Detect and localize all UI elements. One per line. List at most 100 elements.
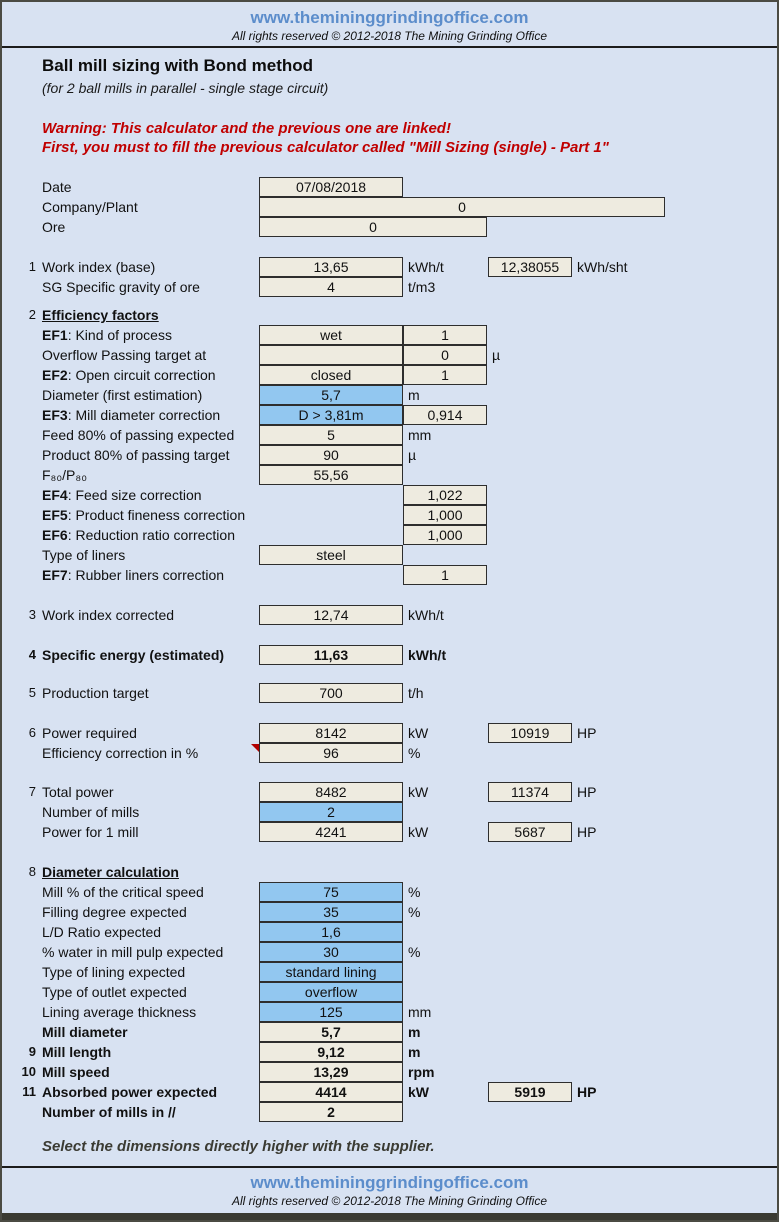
row-label: Total power bbox=[42, 784, 114, 800]
value-cell-power-for-1-mill[interactable]: 4241 bbox=[259, 822, 403, 842]
row-number bbox=[20, 902, 36, 922]
value-cell-sg-specific-gravity-of-ore[interactable]: 4 bbox=[259, 277, 403, 297]
input-cell-water-in-mill-pulp-expected[interactable]: 30 bbox=[259, 942, 403, 962]
value-cell-work-index-corrected[interactable]: 12,74 bbox=[259, 605, 403, 625]
value-cell-work-index-base[interactable]: 13,65 bbox=[259, 257, 403, 277]
row-ef6-reduction-ratio-correction: EF6: Reduction ratio correction 1,000 bbox=[2, 525, 777, 545]
cell-spacer bbox=[259, 505, 403, 525]
bottom-band bbox=[2, 1213, 777, 1220]
input-cell-lining-average-thickness[interactable]: 125 bbox=[259, 1002, 403, 1022]
factor-cell-ef3-mill-diameter-correction[interactable]: 0,914 bbox=[403, 405, 487, 425]
row-label: Work index corrected bbox=[42, 607, 175, 623]
site-header: www.themininggrindingoffice.com All righ… bbox=[2, 2, 777, 48]
factor-cell-ef7-rubber-liners-correction[interactable]: 1 bbox=[403, 565, 487, 585]
input-cell-ef3-mill-diameter-correction[interactable]: D > 3,81m bbox=[259, 405, 403, 425]
value-cell-efficiency-correction-in[interactable]: 96 bbox=[259, 743, 403, 763]
row-efficiency-correction-in: Efficiency correction in %96% bbox=[2, 743, 777, 763]
value-cell-total-power[interactable]: 8482 bbox=[259, 782, 403, 802]
value-cell-specific-energy-estimated[interactable]: 11,63 bbox=[259, 645, 403, 665]
value-cell-mill-diameter[interactable]: 5,7 bbox=[259, 1022, 403, 1042]
copyright-text: All rights reserved © 2012-2018 The Mini… bbox=[232, 29, 547, 43]
input-cell-number-of-mills[interactable]: 2 bbox=[259, 802, 403, 822]
value-cell-date[interactable]: 07/08/2018 bbox=[259, 177, 403, 197]
row-label-prefix: EF6 bbox=[42, 527, 68, 543]
value-cell-ore[interactable]: 0 bbox=[259, 217, 487, 237]
input-cell-type-of-outlet-expected[interactable]: overflow bbox=[259, 982, 403, 1002]
secondary-value-cell-power-required[interactable]: 10919 bbox=[488, 723, 572, 743]
secondary-value-cell-total-power[interactable]: 11374 bbox=[488, 782, 572, 802]
value-cell-overflow-passing-target-at[interactable] bbox=[259, 345, 403, 365]
warning-line-2: First, you must to fill the previous cal… bbox=[42, 139, 609, 156]
row-label: Mill diameter bbox=[42, 1024, 128, 1040]
unit-label: kWh/sht bbox=[577, 259, 628, 275]
value-cell-production-target[interactable]: 700 bbox=[259, 683, 403, 703]
row-label-text: : Kind of process bbox=[67, 327, 172, 343]
site-url-link-footer[interactable]: www.themininggrindingoffice.com bbox=[250, 1173, 529, 1192]
cell-spacer bbox=[259, 565, 403, 585]
row-label: Number of mills bbox=[42, 804, 140, 820]
factor-cell-ef2-open-circuit-correction[interactable]: 1 bbox=[403, 365, 487, 385]
value-cell-number-of-mills-in[interactable]: 2 bbox=[259, 1102, 403, 1122]
value-cell-type-of-liners[interactable]: steel bbox=[259, 545, 403, 565]
input-cell-filling-degree-expected[interactable]: 35 bbox=[259, 902, 403, 922]
value-cell-absorbed-power-expected[interactable]: 4414 bbox=[259, 1082, 403, 1102]
input-cell-diameter-first-estimation[interactable]: 5,7 bbox=[259, 385, 403, 405]
value-cell-power-required[interactable]: 8142 bbox=[259, 723, 403, 743]
factor-cell-ef5-product-fineness-correction[interactable]: 1,000 bbox=[403, 505, 487, 525]
row-number bbox=[20, 882, 36, 902]
row-label-text: : Product fineness correction bbox=[67, 507, 246, 523]
unit-label: mm bbox=[408, 1004, 432, 1020]
row-label: Efficiency factors bbox=[42, 307, 159, 323]
secondary-value-cell-absorbed-power-expected[interactable]: 5919 bbox=[488, 1082, 572, 1102]
input-cell-mill-of-the-critical-speed[interactable]: 75 bbox=[259, 882, 403, 902]
row-label: Production target bbox=[42, 685, 149, 701]
row-number-of-mills: Number of mills 2 bbox=[2, 802, 777, 822]
value-cell-feed-80-of-passing-expected[interactable]: 5 bbox=[259, 425, 403, 445]
supplier-note: Select the dimensions directly higher wi… bbox=[42, 1138, 435, 1155]
factor-cell-ef6-reduction-ratio-correction[interactable]: 1,000 bbox=[403, 525, 487, 545]
value-cell-ef1-kind-of-process[interactable]: wet bbox=[259, 325, 403, 345]
value-cell-product-80-of-passing-target[interactable]: 90 bbox=[259, 445, 403, 465]
row-label-text: : Reduction ratio correction bbox=[67, 527, 235, 543]
row-label-text: : Rubber liners correction bbox=[67, 567, 225, 583]
unit-label: kWh/t bbox=[408, 259, 444, 275]
input-cell-l-d-ratio-expected[interactable]: 1,6 bbox=[259, 922, 403, 942]
unit-label: mm bbox=[408, 427, 432, 443]
unit-label: t/h bbox=[408, 685, 424, 701]
value-cell-company-plant[interactable]: 0 bbox=[259, 197, 665, 217]
input-cell-type-of-lining-expected[interactable]: standard lining bbox=[259, 962, 403, 982]
unit-label: HP bbox=[577, 1084, 597, 1100]
factor-cell-overflow-passing-target-at[interactable]: 0 bbox=[403, 345, 487, 365]
unit-label: % bbox=[408, 944, 421, 960]
cell-spacer bbox=[259, 485, 403, 505]
secondary-value-cell-work-index-base[interactable]: 12,38055 bbox=[488, 257, 572, 277]
factor-cell-ef1-kind-of-process[interactable]: 1 bbox=[403, 325, 487, 345]
row-label: Mill % of the critical speed bbox=[42, 884, 204, 900]
value-cell-mill-speed[interactable]: 13,29 bbox=[259, 1062, 403, 1082]
row-mill-diameter: Mill diameter 5,7 m bbox=[2, 1022, 777, 1042]
value-cell-mill-length[interactable]: 9,12 bbox=[259, 1042, 403, 1062]
cell-spacer bbox=[259, 525, 403, 545]
secondary-value-cell-power-for-1-mill[interactable]: 5687 bbox=[488, 822, 572, 842]
factor-cell-ef4-feed-size-correction[interactable]: 1,022 bbox=[403, 485, 487, 505]
row-number bbox=[20, 1002, 36, 1022]
value-cell-ef2-open-circuit-correction[interactable]: closed bbox=[259, 365, 403, 385]
row-number bbox=[20, 1102, 36, 1122]
unit-label: m bbox=[408, 1024, 421, 1040]
row-label: F₈₀/P₈₀ bbox=[42, 467, 88, 483]
value-cell-f-p[interactable]: 55,56 bbox=[259, 465, 403, 485]
unit-label: m bbox=[408, 1044, 421, 1060]
row-label: Filling degree expected bbox=[42, 904, 187, 920]
site-url-link[interactable]: www.themininggrindingoffice.com bbox=[250, 8, 529, 27]
